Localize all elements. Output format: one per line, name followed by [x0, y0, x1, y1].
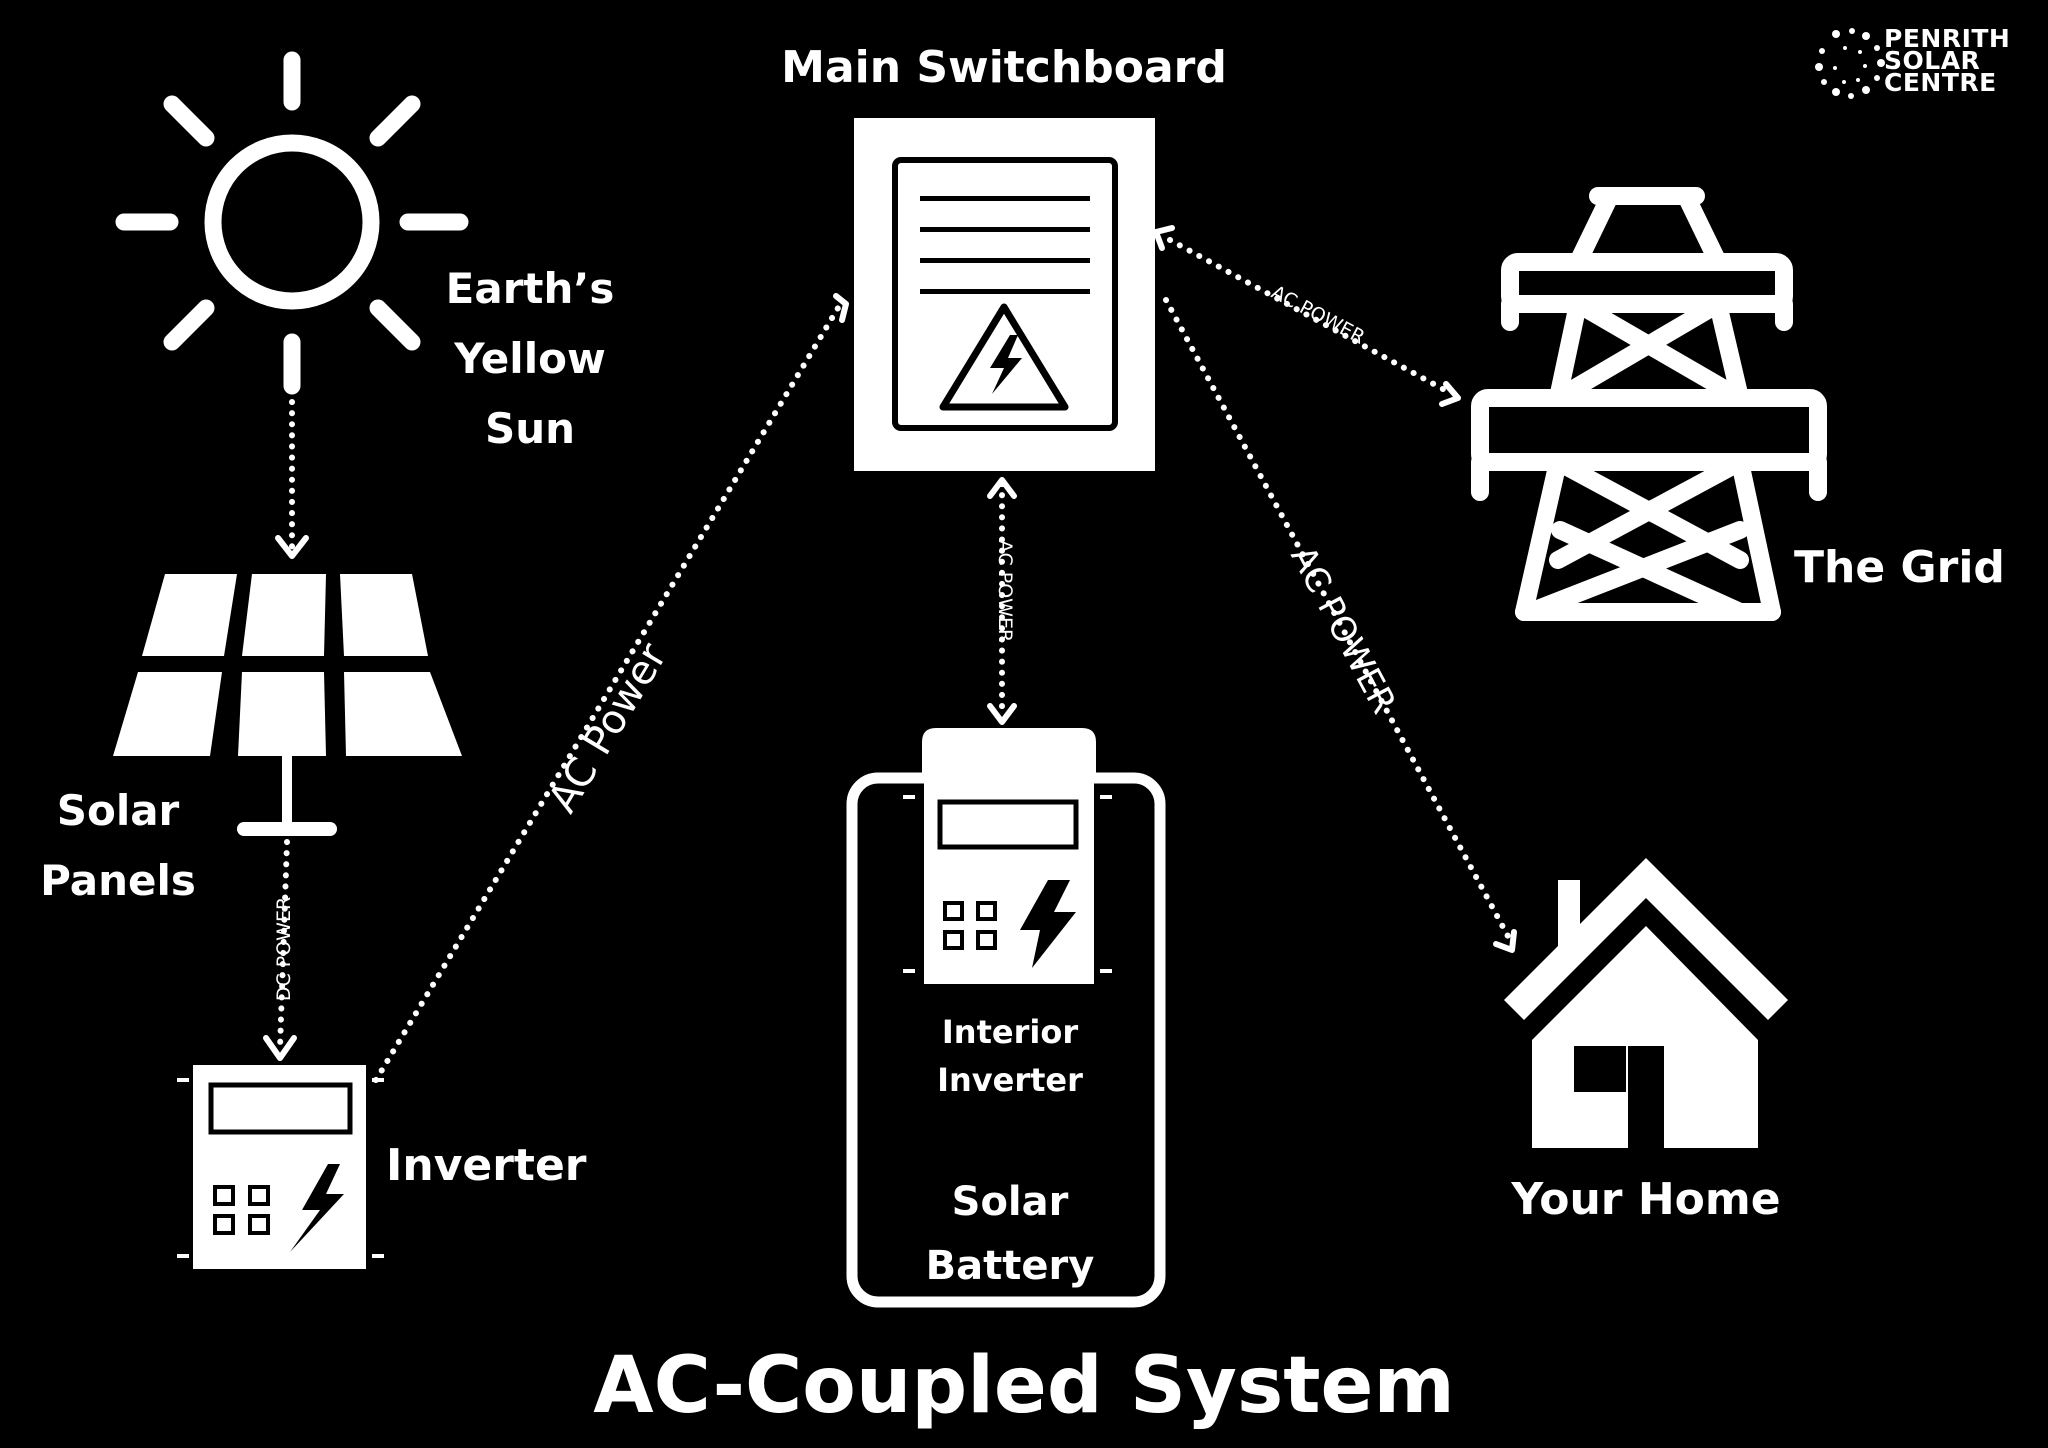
interior-inverter-label-line: Interior: [941, 1013, 1079, 1051]
logo-text: PENRITH SOLAR CENTRE: [1884, 24, 2011, 97]
arrowheads: [263, 225, 1517, 1061]
solar-panels-label-line: Panels: [40, 856, 196, 905]
logo-text-line: CENTRE: [1884, 68, 1997, 97]
switchboard-to-grid-connector: [1167, 237, 1455, 397]
solar-panels-label-line: Solar: [56, 786, 180, 835]
house-icon: [1504, 858, 1788, 1148]
grid-label: The Grid: [1794, 542, 2005, 593]
sun-label-line: Sun: [484, 404, 576, 453]
arrow-up-right-icon: [833, 293, 849, 323]
solar-battery-label: Solar Battery: [880, 1170, 1140, 1298]
solar-battery-label-line: Solar: [951, 1179, 1069, 1225]
home-label: Your Home: [1511, 1174, 1781, 1225]
solar-panel-icon: [113, 574, 462, 836]
interior-inverter-label-line: Inverter: [937, 1061, 1083, 1099]
arrow-up-left-icon: [1153, 225, 1175, 251]
sun-label-line: Yellow: [454, 334, 606, 383]
sun-label-line: Earth’s: [445, 264, 615, 313]
arrow-down-icon: [987, 703, 1017, 725]
inverter-icon: [177, 1065, 384, 1269]
panels-to-inverter-connector: [277, 839, 290, 1051]
arrow-down-right-icon: [1493, 929, 1517, 953]
transmission-tower-icon: [1471, 187, 1827, 621]
sun-label: Earth’s Yellow Sun: [430, 254, 630, 464]
arrow-down-right-icon: [1439, 381, 1461, 407]
switchboard-label: Main Switchboard: [781, 42, 1227, 93]
inverter-label: Inverter: [386, 1140, 587, 1191]
battery-icon: [846, 728, 1166, 1308]
logo-text-line: PENRITH: [1884, 24, 2011, 53]
arrow-up-icon: [987, 477, 1017, 499]
logo-mark: [1815, 28, 1885, 99]
logo-text-line: SOLAR: [1884, 46, 1981, 75]
interior-inverter-label: Interior Inverter: [880, 1008, 1140, 1104]
page-title: AC-Coupled System: [593, 1341, 1455, 1431]
solar-panels-label: Solar Panels: [18, 776, 218, 916]
switchboard-to-home-connector: [1163, 297, 1513, 943]
dc-power-label: DC POWER: [273, 896, 295, 1002]
connectors: [277, 237, 1513, 1083]
sun-icon: [115, 51, 469, 395]
switchboard-icon: [854, 118, 1155, 471]
ac-power-battery-label: AC POWER: [994, 539, 1016, 643]
solar-battery-label-line: Battery: [925, 1243, 1095, 1289]
arrow-down-icon: [275, 535, 309, 559]
arrow-down-icon: [263, 1035, 297, 1061]
